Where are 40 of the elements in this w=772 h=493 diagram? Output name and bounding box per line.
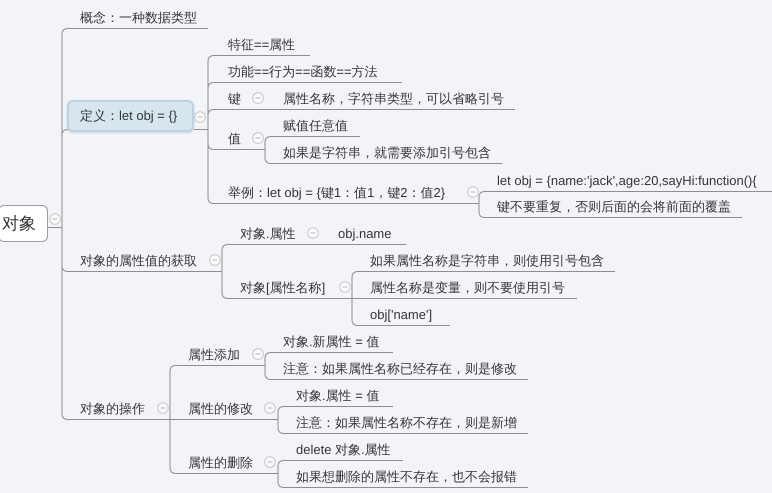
connector <box>262 419 284 434</box>
underlined-topic: 如果属性名称是字符串，则使用引号包含 <box>358 250 615 272</box>
underlined-topic: 举例：let obj = {键1：值1，键2：值2} <box>214 182 466 204</box>
underlined-topic: 对象[属性名称] <box>228 277 338 299</box>
underlined-topic: 属性名称是变量，则不要使用引号 <box>358 277 577 299</box>
underlined-topic: obj.name <box>332 223 406 245</box>
connector <box>208 271 228 299</box>
underlined-topic: 键不要重复，否则后面的会将前面的覆盖 <box>485 196 742 218</box>
connector <box>48 227 68 420</box>
underlined-topic: 属性名称，字符串类型，可以省略引号 <box>271 88 515 110</box>
underlined-topic: 值 <box>214 128 251 150</box>
connector <box>194 129 214 204</box>
underlined-topic: let obj = {name:'jack',age:20,sayHi:function(){ <box>485 170 772 192</box>
connector <box>262 473 284 488</box>
underlined-topic: delete 对象.属性 <box>284 439 403 461</box>
connector <box>250 109 272 110</box>
underlined-topic: 注意：如果属性名称已经存在，则是修改 <box>271 358 528 380</box>
underlined-topic: obj['name'] <box>358 304 450 326</box>
underlined-topic: 对象.新属性 = 值 <box>271 331 393 353</box>
underlined-topic: 赋值任意值 <box>271 115 360 137</box>
connector <box>156 419 176 474</box>
central-topic-box: 对象 <box>0 205 48 242</box>
underlined-topic: 对象.属性 = 值 <box>284 385 393 407</box>
underlined-topic: 属性的删除 <box>176 452 263 474</box>
underlined-topic: 对象的操作 <box>68 398 156 420</box>
connector <box>338 298 358 326</box>
underlined-topic: 对象的属性值的获取 <box>68 250 208 272</box>
underlined-topic: 属性添加 <box>176 344 251 366</box>
underlined-topic: 特征==属性 <box>214 34 310 56</box>
underlined-topic: 键 <box>214 88 251 110</box>
underlined-topic: 注意：如果属性名称不存在，则是新增 <box>284 412 528 434</box>
underlined-topic: 对象.属性 <box>228 223 306 245</box>
underlined-topic: 概念：一种数据类型 <box>68 7 208 29</box>
connector <box>306 244 332 245</box>
underlined-topic: 如果是字符串，就需要添加引号包含 <box>271 142 502 164</box>
underlined-topic: 如果想删除的属性不存在，也不会报错 <box>284 466 528 488</box>
underlined-topic: 属性的修改 <box>176 398 263 420</box>
connector <box>466 203 486 218</box>
highlighted-topic-box: 定义：let obj = {} <box>67 100 194 132</box>
underlined-topic: 功能==行为==函数==方法 <box>214 61 402 83</box>
